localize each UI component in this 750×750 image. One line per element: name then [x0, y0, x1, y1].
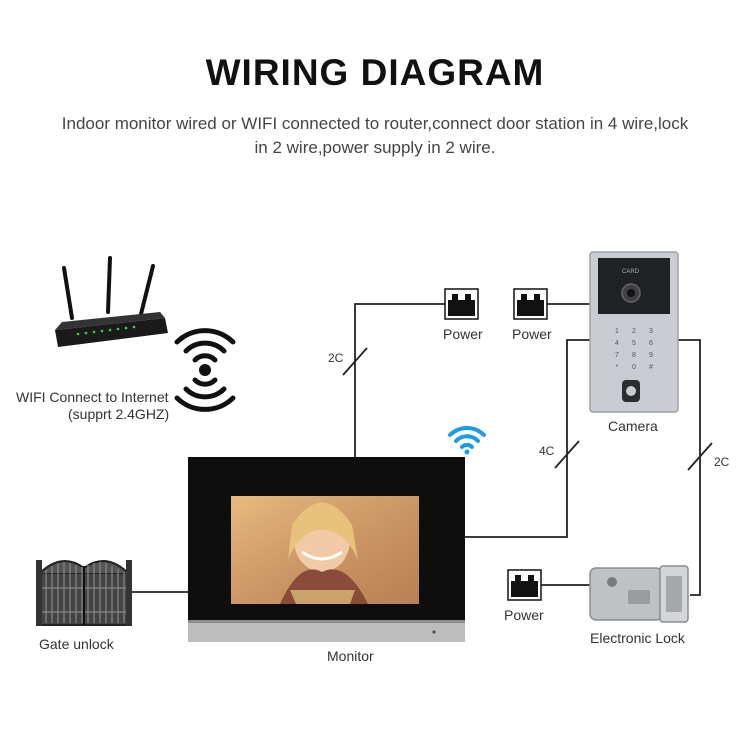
svg-text:*: *	[616, 364, 619, 371]
svg-text:#: #	[649, 364, 653, 371]
page-title: WIRING DIAGRAM	[205, 52, 545, 93]
wires	[128, 303, 713, 596]
monitor-label: Monitor	[327, 648, 374, 664]
wire-label-monitor-power: 2C	[328, 351, 344, 365]
svg-text:4: 4	[615, 340, 619, 347]
svg-text:5: 5	[632, 340, 636, 347]
power-label-3: Power	[504, 607, 544, 623]
wifi-icon	[448, 425, 486, 455]
svg-text:2: 2	[632, 328, 636, 335]
wire-slash-2c-lock	[687, 442, 713, 471]
wire-label-camera-lock: 2C	[714, 455, 730, 469]
electronic-lock-icon	[589, 565, 689, 623]
svg-text:0: 0	[632, 364, 636, 371]
svg-text:3: 3	[649, 328, 653, 335]
svg-text:1: 1	[615, 328, 619, 335]
svg-text:8: 8	[632, 352, 636, 359]
router-icon	[55, 256, 168, 347]
power-label-2: Power	[512, 326, 552, 342]
camera-door-station: CARD 1 2 3 4 5 6 7 8 9 * 0 #	[589, 251, 679, 413]
router-label-line2: (supprt 2.4GHZ)	[68, 406, 170, 422]
power-supply-icon-3	[507, 569, 542, 601]
wire-monitor-power	[354, 303, 445, 458]
power-supply-icon-2	[513, 288, 548, 320]
router-label-line1: WIFI Connect to Internet	[16, 389, 169, 405]
wire-camera-lock	[676, 339, 701, 596]
monitor-device	[188, 457, 465, 642]
svg-text:7: 7	[615, 352, 619, 359]
wifi-signal-icon	[174, 328, 236, 412]
wire-monitor-camera	[465, 339, 598, 538]
wire-label-monitor-camera: 4C	[539, 444, 555, 458]
camera-card-text: CARD	[622, 269, 640, 275]
svg-text:6: 6	[649, 340, 653, 347]
camera-label: Camera	[608, 418, 658, 434]
gate-icon	[36, 560, 132, 626]
power-label-1: Power	[443, 326, 483, 342]
wire-slash-4c	[554, 440, 580, 469]
svg-text:9: 9	[649, 352, 653, 359]
power-supply-icon-1	[444, 288, 479, 320]
lock-label: Electronic Lock	[590, 630, 685, 646]
page-subtitle: Indoor monitor wired or WIFI connected t…	[61, 114, 689, 157]
gate-label: Gate unlock	[39, 636, 114, 652]
wire-slash-2c-monitor	[342, 347, 368, 376]
